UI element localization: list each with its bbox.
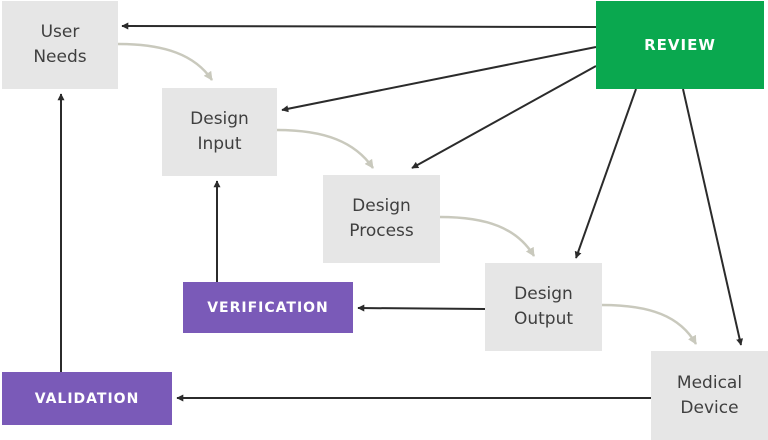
validation-box: VALIDATION	[2, 372, 172, 425]
arrow-user-needs-to-design-input	[117, 42, 214, 81]
arrow-review-to-user-needs	[121, 22, 597, 30]
verification-box: VERIFICATION	[183, 282, 353, 333]
arrow-review-to-design-output	[574, 88, 637, 259]
arrow-design-process-to-design-output	[439, 215, 536, 257]
arrow-review-to-medical-device	[682, 88, 744, 346]
medical-device-box: Medical Device	[651, 351, 768, 440]
arrow-review-to-design-input	[281, 46, 597, 113]
review-box: REVIEW	[596, 1, 764, 89]
arrow-review-to-design-process	[411, 65, 597, 169]
user-needs-box: User Needs	[2, 1, 118, 89]
design-process-box: Design Process	[323, 175, 440, 263]
arrow-design-output-to-medical-device	[601, 303, 698, 345]
arrow-design-output-to-verification	[357, 304, 486, 312]
design-input-box: Design Input	[162, 88, 277, 176]
design-output-box: Design Output	[485, 263, 602, 351]
arrow-design-input-to-design-process	[276, 128, 375, 169]
